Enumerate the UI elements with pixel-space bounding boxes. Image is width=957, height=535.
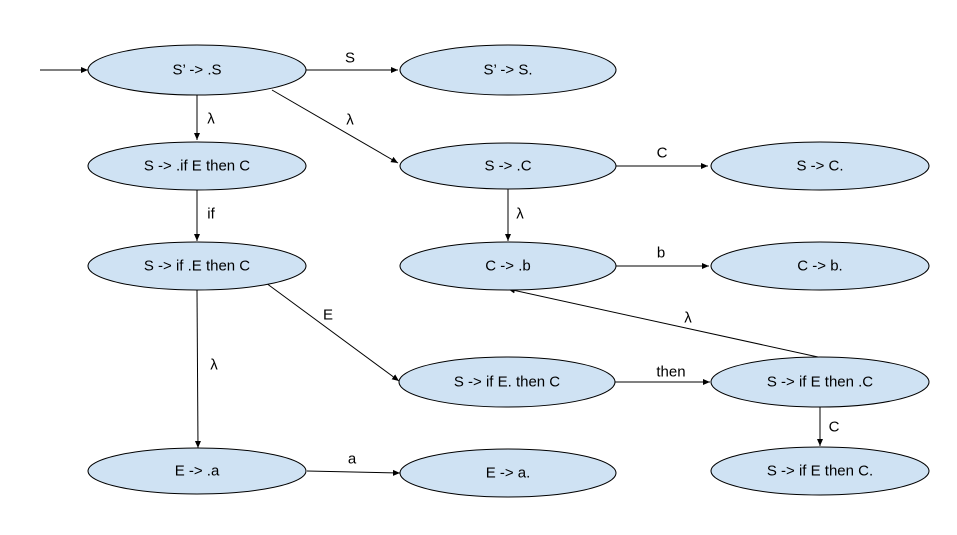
edge-label: λ — [346, 112, 354, 129]
edge-lambda-back-to-cb-item: λ — [507, 287, 819, 358]
edge-c-to-reduce: C — [616, 145, 708, 169]
edge-label: λ — [210, 357, 218, 374]
state-s-if-e-then-item: S -> if E. then C — [398, 356, 616, 408]
state-label: E -> .a — [175, 463, 220, 480]
state-c-b-item: C -> .b — [399, 241, 617, 291]
edge-label: λ — [516, 206, 524, 223]
edge-label: a — [348, 451, 357, 468]
state-label: S -> if E. then C — [454, 374, 560, 391]
edge-label: S — [345, 50, 355, 67]
state-c-b-reduce: C -> b. — [710, 241, 930, 291]
state-label: S -> if E then C. — [767, 463, 873, 480]
edge-lambda-to-c-item: λ — [271, 89, 399, 164]
edge-b: b — [616, 245, 709, 269]
state-s-prime-start: S’ -> .S — [87, 44, 307, 96]
edge-c-to-final: C — [817, 407, 840, 446]
state-s-c-item: S -> .C — [399, 142, 617, 190]
state-label: S -> .C — [484, 158, 531, 175]
edge-e: E — [265, 282, 400, 382]
edge-label: λ — [684, 310, 692, 327]
edge-lambda-to-cb-item: λ — [505, 188, 524, 241]
state-label: E -> a. — [486, 465, 531, 482]
edge-label: b — [657, 245, 665, 262]
state-s-if-item: S -> .if E then C — [87, 141, 307, 191]
state-label: S -> .if E then C — [144, 158, 250, 175]
edge-lambda-to-ea-item: λ — [194, 289, 218, 449]
state-label: S -> C. — [796, 158, 843, 175]
edge-a: a — [306, 451, 401, 476]
edge-label: C — [829, 419, 840, 436]
edge-then: then — [614, 364, 710, 385]
edge-label: then — [656, 364, 685, 381]
state-e-a-reduce: E -> a. — [399, 448, 617, 498]
state-label: S -> if E then .C — [767, 374, 873, 391]
state-label: C -> .b — [485, 258, 530, 275]
edge-lambda-to-if-item: λ — [194, 95, 215, 140]
edge-label: λ — [207, 111, 215, 128]
state-e-a-item: E -> .a — [87, 447, 307, 495]
state-label: S’ -> S. — [483, 62, 532, 79]
state-label: S -> if .E then C — [144, 258, 250, 275]
edge-label: E — [323, 307, 333, 324]
state-s-prime-accept: S’ -> S. — [399, 44, 617, 96]
edge-label: if — [207, 206, 215, 223]
edge-s-to-accept: S — [305, 50, 398, 73]
state-s-if-e-item: S -> if .E then C — [87, 241, 307, 291]
state-label: C -> b. — [797, 258, 842, 275]
state-s-if-e-then-c-item: S -> if E then .C — [710, 356, 930, 408]
state-s-c-reduce: S -> C. — [710, 141, 930, 191]
state-s-final-reduce: S -> if E then C. — [710, 446, 930, 496]
state-label: S’ -> .S — [172, 62, 221, 79]
edge-if: if — [194, 189, 216, 241]
edge-label: C — [657, 145, 668, 162]
